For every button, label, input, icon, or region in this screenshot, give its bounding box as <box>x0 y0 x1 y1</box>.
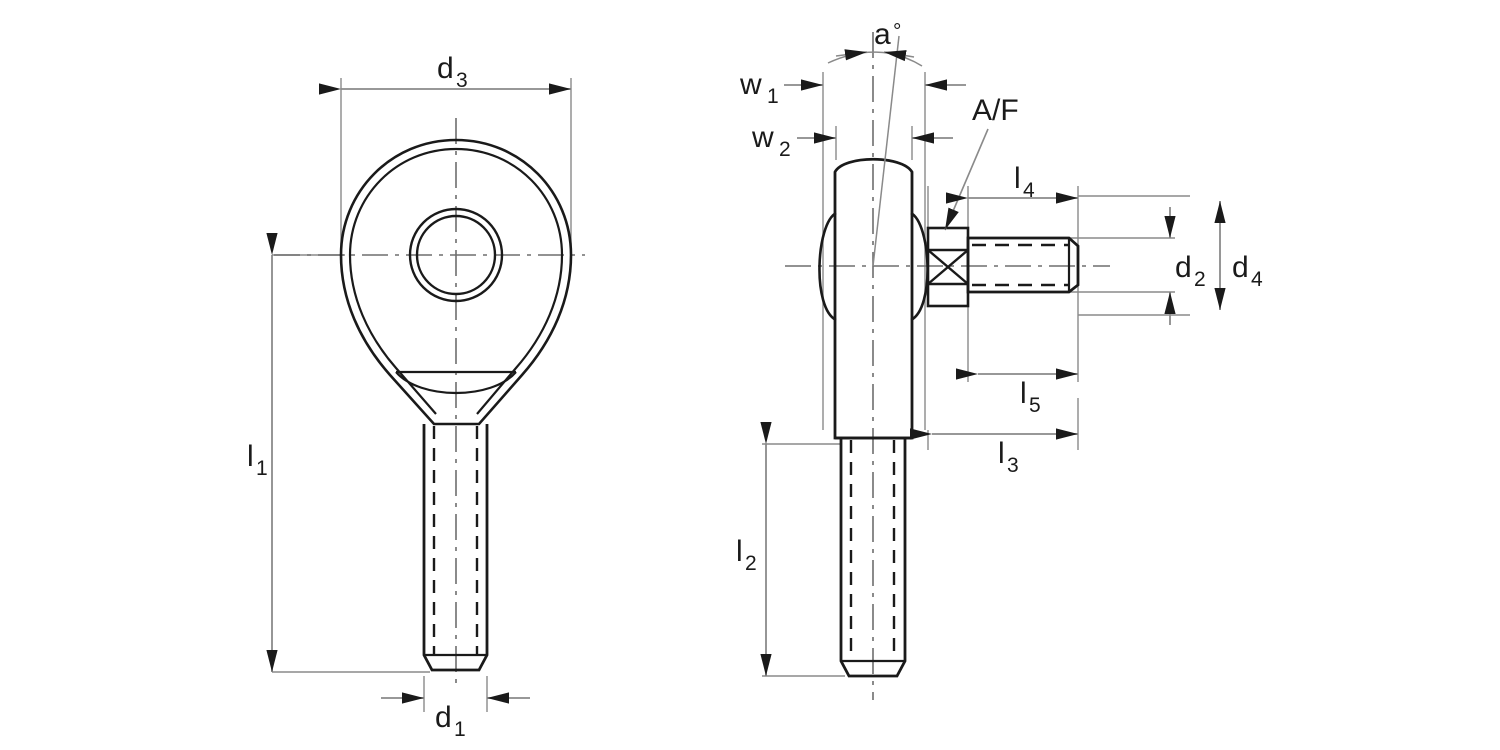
side-shank-thread-hidden-lines <box>849 440 896 660</box>
side-body <box>833 157 914 440</box>
dimension-d4-subscript: 4 <box>1251 268 1263 291</box>
front-shank <box>422 424 489 672</box>
dimension-a-degree: a ° <box>835 18 915 62</box>
thread-root-hidden-lines <box>972 243 1069 287</box>
bore-circles <box>408 207 504 303</box>
dimension-l3-subscript: 3 <box>1007 454 1019 477</box>
dimension-w1: w 1 <box>739 68 966 108</box>
dimension-l4-label: l <box>1014 162 1021 195</box>
dimension-d1: d 1 <box>381 692 530 741</box>
dimension-l1: l 1 <box>247 233 278 672</box>
dimension-d2: d 2 <box>1164 207 1206 325</box>
hex-across-flats-block <box>926 226 970 308</box>
front-view: d 3 l 1 d 1 <box>247 52 585 741</box>
dimension-l3: l 3 <box>910 428 1078 477</box>
dimension-across-flats: A/F <box>944 94 1019 231</box>
dimension-l5-subscript: 5 <box>1029 394 1041 417</box>
dimension-l4: l 4 <box>946 162 1078 204</box>
front-centerlines <box>274 118 585 690</box>
dimension-a-degree-symbol: ° <box>893 20 901 43</box>
dimension-d4-label: d <box>1232 251 1249 284</box>
dimension-l2: l 2 <box>736 422 772 676</box>
eye-head-outline <box>339 138 573 426</box>
dimension-l1-label: l <box>247 440 254 473</box>
male-thread <box>966 236 1080 294</box>
dimension-l5: l 5 <box>956 368 1078 417</box>
misalignment-angle-lines <box>827 35 923 267</box>
dimension-w2-subscript: 2 <box>779 138 791 161</box>
dimension-d3: d 3 <box>319 52 571 95</box>
dimension-af-label: A/F <box>972 94 1019 127</box>
dimension-w1-label: w <box>739 68 762 101</box>
side-view: a ° w 1 w 2 A/F l 4 <box>736 18 1263 700</box>
side-shank <box>839 438 907 678</box>
dimension-l2-subscript: 2 <box>745 552 757 575</box>
dimension-w2: w 2 <box>751 121 953 161</box>
dimension-l3-label: l <box>998 437 1005 470</box>
dimension-l5-label: l <box>1020 377 1027 410</box>
eye-inner-seat-arc <box>395 370 517 394</box>
dimension-d3-label: d <box>437 52 454 85</box>
dimension-l4-subscript: 4 <box>1023 179 1035 202</box>
dimension-d4: d 4 <box>1214 201 1263 310</box>
dimension-l2-label: l <box>736 535 743 568</box>
dimension-d1-subscript: 1 <box>454 718 466 741</box>
dimension-w1-subscript: 1 <box>767 85 779 108</box>
dimension-d1-label: d <box>435 701 452 734</box>
dimension-a-label: a <box>874 18 891 51</box>
dimension-w2-label: w <box>751 121 774 154</box>
dimension-l1-subscript: 1 <box>256 457 268 480</box>
front-extension-lines <box>272 78 572 712</box>
dimension-d2-label: d <box>1175 251 1192 284</box>
side-centerlines <box>785 32 1110 700</box>
dimension-d3-subscript: 3 <box>456 69 468 92</box>
side-extension-lines <box>762 72 1190 677</box>
front-shank-thread-hidden-lines <box>432 426 479 654</box>
dimension-d2-subscript: 2 <box>1194 268 1206 291</box>
